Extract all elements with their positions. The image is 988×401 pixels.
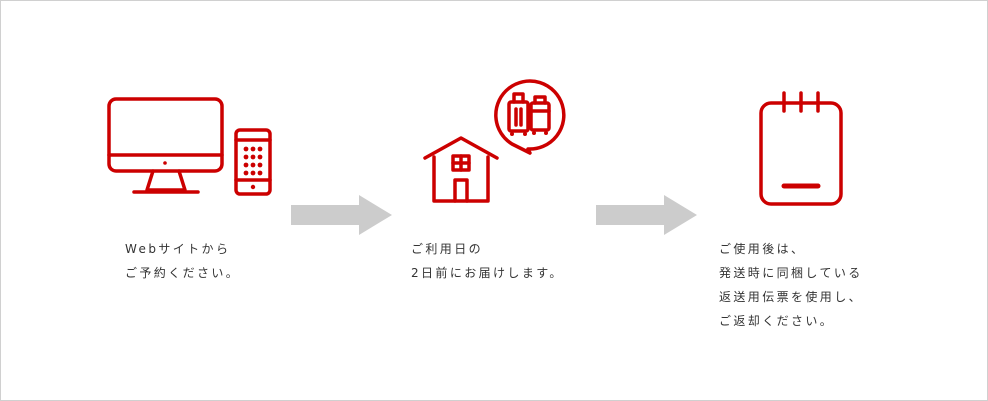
notepad-icon bbox=[759, 91, 843, 206]
step-3-line-2: 発送時に同梱している bbox=[719, 266, 863, 280]
step-3-caption: ご使用後は、 発送時に同梱している 返送用伝票を使用し、 ご返却ください。 bbox=[719, 237, 863, 333]
step-1-line-2: ご予約ください。 bbox=[125, 266, 241, 280]
step-2-line-2: 2日前にお届けします。 bbox=[411, 266, 564, 280]
house-with-luggage-icon bbox=[423, 79, 566, 203]
step-3-line-3: 返送用伝票を使用し、 bbox=[719, 290, 864, 304]
arrow-right-icon bbox=[596, 195, 697, 235]
step-3-line-1: ご使用後は、 bbox=[719, 242, 806, 256]
arrow-right-icon bbox=[291, 195, 392, 235]
step-3-line-4: ご返却ください。 bbox=[719, 314, 835, 328]
step-1-caption: Webサイトから ご予約ください。 bbox=[125, 237, 240, 285]
computer-and-smartphone-icon bbox=[107, 97, 272, 196]
step-2-line-1: ご利用日の bbox=[411, 242, 484, 256]
step-1-line-1: Webサイトから bbox=[125, 242, 231, 256]
step-2-caption: ご利用日の 2日前にお届けします。 bbox=[411, 237, 564, 285]
